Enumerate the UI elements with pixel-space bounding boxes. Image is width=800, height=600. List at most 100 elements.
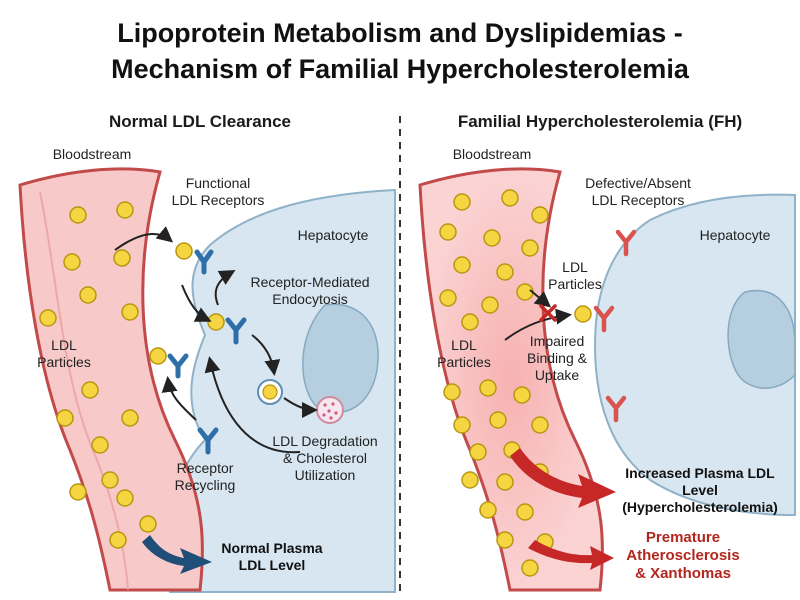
normal-degradation-label-1: LDL Degradation <box>272 433 377 449</box>
y-shaped-receptor-icon <box>167 353 189 379</box>
normal-recycling-label-2: Recycling <box>175 477 236 493</box>
ldl-particle-icon <box>453 193 471 211</box>
ldl-particle-icon <box>516 503 534 521</box>
ldl-particle-icon <box>531 206 549 224</box>
fh-outcome-label-1: Increased Plasma LDL <box>625 465 775 481</box>
normal-hepatocyte-label: Hepatocyte <box>298 227 369 243</box>
fh-consequence-label-2: Atherosclerosis <box>626 547 739 564</box>
ldl-particle-icon <box>439 223 457 241</box>
normal-endocytosis-label-1: Receptor-Mediated <box>250 274 369 290</box>
ldl-particle-icon <box>39 309 57 327</box>
fh-consequence-label-1: Premature <box>646 529 720 546</box>
ldl-particle-icon <box>521 559 539 577</box>
ldl-particle-icon <box>479 379 497 397</box>
title-line-2: Mechanism of Familial Hypercholesterolem… <box>111 54 690 84</box>
fh-particles-label-1: LDL <box>451 337 477 353</box>
ldl-particle-icon <box>453 416 471 434</box>
normal-flow-arrows <box>114 226 318 454</box>
fh-unbound-ldl-particle <box>574 305 592 323</box>
ldl-particle-icon <box>262 384 278 400</box>
ldl-particle-icon <box>496 531 514 549</box>
ldl-particle-icon <box>121 409 139 427</box>
normal-receptor-3 <box>149 347 189 379</box>
fh-ldl-label-1: LDL <box>562 259 588 275</box>
fh-heading: Familial Hypercholesterolemia (FH) <box>458 112 742 131</box>
ldl-particle-icon <box>489 411 507 429</box>
y-shaped-receptor-icon <box>593 305 615 333</box>
fh-bloodstream-label: Bloodstream <box>453 146 532 162</box>
ldl-particle-icon <box>461 313 479 331</box>
ldl-particle-icon <box>63 253 81 271</box>
ldl-particle-icon <box>175 242 193 260</box>
ldl-particle-icon <box>483 229 501 247</box>
y-shaped-receptor-icon <box>225 317 247 345</box>
ldl-particle-icon <box>69 206 87 224</box>
normal-particles-label-2: Particles <box>37 354 91 370</box>
ldl-particle-icon <box>453 256 471 274</box>
fh-impaired-label-3: Uptake <box>535 367 580 383</box>
ldl-particle-icon <box>91 436 109 454</box>
normal-receptors-label-1: Functional <box>186 175 251 191</box>
ldl-particle-icon <box>439 289 457 307</box>
fh-blocked-arrow <box>504 308 572 341</box>
ldl-particle-icon <box>101 471 119 489</box>
fh-hepatocyte-label: Hepatocyte <box>700 227 771 243</box>
ldl-particle-icon <box>79 286 97 304</box>
ldl-particle-icon <box>479 501 497 519</box>
x-mark-icon <box>539 304 557 322</box>
ldl-particle-icon <box>496 473 514 491</box>
fh-nucleus <box>727 289 796 389</box>
y-shaped-receptor-icon <box>194 249 214 275</box>
normal-particles-label-1: LDL <box>51 337 77 353</box>
fh-consequence-arrow <box>528 540 614 570</box>
normal-recycling-label-1: Receptor <box>177 460 234 476</box>
ldl-particle-icon <box>207 313 225 331</box>
fh-receptors-label-2: LDL Receptors <box>592 192 685 208</box>
fh-impaired-label-2: Binding & <box>527 350 588 366</box>
normal-ldl-particles <box>39 201 157 549</box>
ldl-particle-icon <box>443 383 461 401</box>
normal-outcome-label-1: Normal Plasma <box>221 540 322 556</box>
normal-heading: Normal LDL Clearance <box>109 112 291 131</box>
fh-hepatocyte-cell <box>593 193 796 517</box>
ldl-particle-icon <box>513 386 531 404</box>
fh-increased-ldl-arrow <box>510 448 616 508</box>
ldl-particle-icon <box>469 443 487 461</box>
ldl-particle-icon <box>81 381 99 399</box>
normal-receptor-recycled <box>197 427 219 455</box>
title-line-1: Lipoprotein Metabolism and Dyslipidemias… <box>117 18 683 48</box>
normal-receptors-label-2: LDL Receptors <box>172 192 265 208</box>
ldl-particle-icon <box>116 201 134 219</box>
ldl-particle-icon <box>109 531 127 549</box>
normal-nucleus <box>302 303 379 414</box>
fh-consequence-label-3: & Xanthomas <box>635 565 731 582</box>
normal-endocytosis-label-2: Endocytosis <box>272 291 347 307</box>
fh-ldl-label-2: Particles <box>548 276 602 292</box>
fh-outcome-label-3: (Hypercholesterolemia) <box>622 499 778 515</box>
ldl-particle-icon <box>521 239 539 257</box>
ldl-particle-icon <box>496 263 514 281</box>
normal-receptor-2 <box>207 313 247 345</box>
ldl-particle-icon <box>69 483 87 501</box>
fh-defective-receptors <box>593 229 637 423</box>
ldl-particle-icon <box>149 347 167 365</box>
ldl-particle-icon <box>531 416 549 434</box>
ldl-particle-icon <box>501 189 519 207</box>
ldl-particle-icon <box>516 283 534 301</box>
normal-degradation-label-3: Utilization <box>295 467 356 483</box>
fh-receptors-label-1: Defective/Absent <box>585 175 691 191</box>
ldl-particle-icon <box>139 515 157 533</box>
y-shaped-receptor-icon <box>605 395 627 423</box>
normal-blood-vessel <box>18 167 204 592</box>
ldl-particle-icon <box>113 249 131 267</box>
normal-degradation-label-2: & Cholesterol <box>283 450 367 466</box>
normal-outcome-arrow <box>142 535 212 574</box>
normal-bloodstream-label: Bloodstream <box>53 146 132 162</box>
ldl-particle-icon <box>461 471 479 489</box>
normal-receptor-1 <box>175 242 214 275</box>
fh-particles-label-2: Particles <box>437 354 491 370</box>
ldl-particle-icon <box>56 409 74 427</box>
ldl-particle-icon <box>121 303 139 321</box>
y-shaped-receptor-icon <box>197 427 219 455</box>
